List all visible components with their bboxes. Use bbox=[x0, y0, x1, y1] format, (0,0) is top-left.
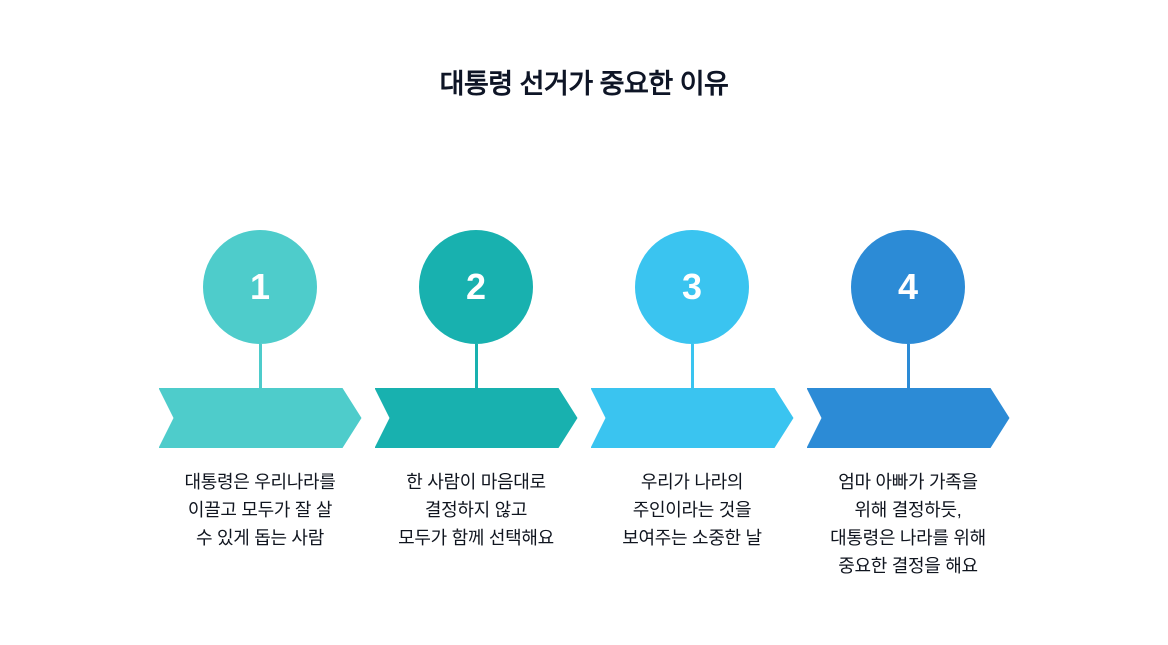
step-3-arrow-banner bbox=[591, 388, 794, 448]
step-3-connector-line bbox=[690, 344, 694, 388]
desc-line: 대통령은 나라를 위해 bbox=[830, 528, 986, 548]
step-2-connector-line bbox=[474, 344, 478, 388]
desc-line: 우리가 나라의 bbox=[640, 472, 744, 492]
step-3-circle: 3 bbox=[635, 230, 749, 344]
step-1-description: 대통령은 우리나라를 이끌고 모두가 잘 살 수 있게 돕는 사람 bbox=[150, 468, 370, 552]
desc-line: 수 있게 돕는 사람 bbox=[196, 528, 324, 548]
step-4-connector-line bbox=[906, 344, 910, 388]
desc-line: 엄마 아빠가 가족을 bbox=[838, 472, 978, 492]
step-3-description: 우리가 나라의 주인이라는 것을 보여주는 소중한 날 bbox=[582, 468, 802, 552]
step-1-circle: 1 bbox=[203, 230, 317, 344]
step-2-circle: 2 bbox=[419, 230, 533, 344]
desc-line: 대통령은 우리나라를 bbox=[184, 472, 336, 492]
step-column-4: 4 엄마 아빠가 가족을 위해 결정하듯, 대통령은 나라를 위해 중요한 결정… bbox=[807, 230, 1010, 580]
steps-row: 1 대통령은 우리나라를 이끌고 모두가 잘 살 수 있게 돕는 사람 2 한 … bbox=[0, 230, 1168, 580]
step-1-number: 1 bbox=[249, 266, 271, 307]
step-1-arrow-banner bbox=[159, 388, 362, 448]
step-column-2: 2 한 사람이 마음대로 결정하지 않고 모두가 함께 선택해요 bbox=[375, 230, 578, 580]
desc-line: 한 사람이 마음대로 bbox=[406, 472, 546, 492]
step-1-connector-line bbox=[258, 344, 262, 388]
step-column-1: 1 대통령은 우리나라를 이끌고 모두가 잘 살 수 있게 돕는 사람 bbox=[159, 230, 362, 580]
page-title: 대통령 선거가 중요한 이유 bbox=[439, 69, 729, 99]
desc-line: 이끌고 모두가 잘 살 bbox=[187, 500, 333, 520]
step-4-description: 엄마 아빠가 가족을 위해 결정하듯, 대통령은 나라를 위해 중요한 결정을 … bbox=[798, 468, 1018, 580]
desc-line: 모두가 함께 선택해요 bbox=[398, 528, 554, 548]
step-2-number: 2 bbox=[465, 266, 487, 307]
desc-line: 주인이라는 것을 bbox=[632, 500, 752, 520]
step-4-number: 4 bbox=[897, 266, 919, 307]
step-3-number: 3 bbox=[681, 266, 703, 307]
step-4-circle: 4 bbox=[851, 230, 965, 344]
desc-line: 결정하지 않고 bbox=[424, 500, 528, 520]
step-2-description: 한 사람이 마음대로 결정하지 않고 모두가 함께 선택해요 bbox=[366, 468, 586, 552]
step-4-arrow-banner bbox=[807, 388, 1010, 448]
step-column-3: 3 우리가 나라의 주인이라는 것을 보여주는 소중한 날 bbox=[591, 230, 794, 580]
desc-line: 중요한 결정을 해요 bbox=[838, 556, 978, 576]
desc-line: 보여주는 소중한 날 bbox=[622, 528, 762, 548]
desc-line: 위해 결정하듯, bbox=[854, 500, 962, 520]
step-2-arrow-banner bbox=[375, 388, 578, 448]
